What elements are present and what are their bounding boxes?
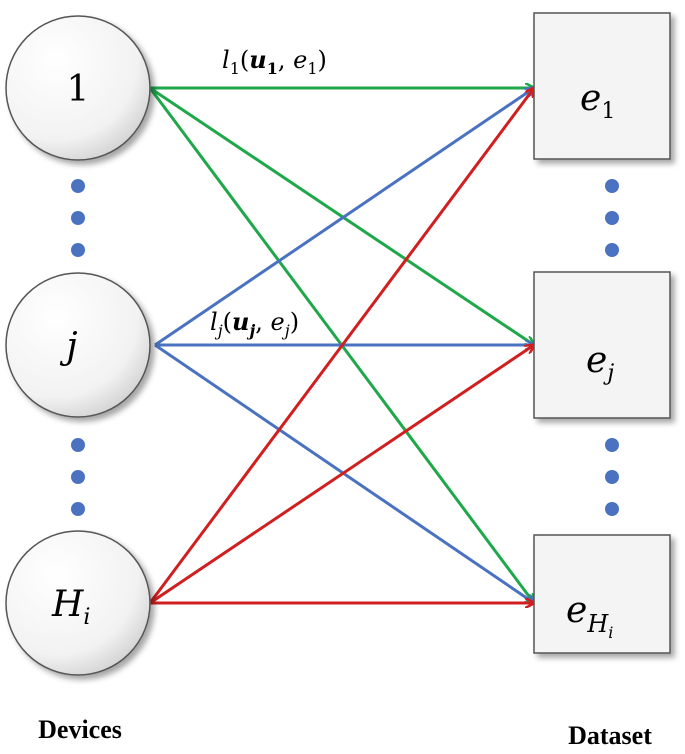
dataset-node-ej: ej xyxy=(533,271,671,419)
device-label-Hi: Hi xyxy=(51,584,90,630)
edge-label-top: l1(u1, e1) xyxy=(222,45,327,78)
device-ellipsis-bottom xyxy=(71,438,85,516)
dataset-ellipsis-top xyxy=(605,179,619,257)
dataset-caption: Dataset xyxy=(568,721,652,750)
edge-j-e1 xyxy=(154,88,534,347)
device-node-Hi: Hi xyxy=(5,530,151,676)
edge-Hi-ej xyxy=(149,345,534,605)
dataset-label-e1: e1 xyxy=(580,78,615,124)
edges-device-Hi xyxy=(148,88,534,605)
dataset-node-eHi: eHi xyxy=(533,534,671,654)
dataset-ellipsis-bottom xyxy=(605,438,619,516)
edge-label-mid: lj(uj, ej) xyxy=(210,307,299,340)
device-node-1: 1 xyxy=(5,15,151,161)
dataset-node-e1: e1 xyxy=(533,12,671,160)
devices-caption: Devices xyxy=(38,715,122,744)
edge-Hi-e1 xyxy=(148,88,534,604)
dataset-label-ej: ej xyxy=(586,340,614,386)
dataset-label-eHi: eHi xyxy=(566,590,613,642)
device-label-1: 1 xyxy=(67,69,90,110)
device-ellipsis-top xyxy=(71,179,85,257)
device-node-j: j xyxy=(5,272,151,418)
